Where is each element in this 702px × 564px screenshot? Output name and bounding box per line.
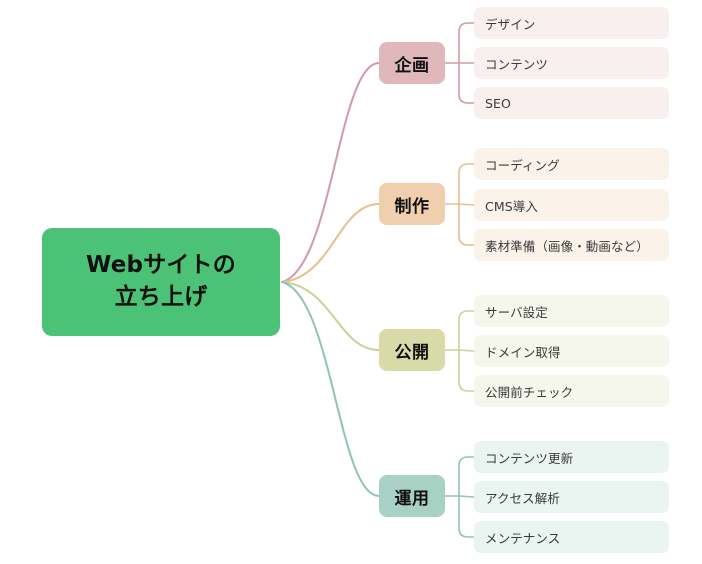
edge-root-to-branch	[281, 281, 380, 497]
leaf-label: デザイン	[485, 16, 536, 32]
leaf-node[interactable]: デザイン	[474, 7, 669, 39]
leaf-label: ドメイン取得	[485, 344, 561, 360]
branch-label: 企画	[394, 55, 430, 76]
leaf-label: メンテナンス	[485, 530, 561, 546]
branch-node-4[interactable]: 運用	[379, 475, 445, 517]
leaf-node[interactable]: CMS導入	[474, 189, 669, 221]
branch-label: 運用	[394, 488, 430, 509]
leaf-node[interactable]: コンテンツ更新	[474, 441, 669, 473]
edge-branch-to-leaf	[458, 349, 475, 352]
edge-root-to-branch	[281, 281, 380, 351]
edge-branch-to-leaf	[458, 310, 475, 351]
edge-branch-to-leaf	[458, 495, 475, 498]
leaf-node[interactable]: コンテンツ	[474, 47, 669, 79]
leaf-label: コーディング	[485, 157, 560, 173]
edge-branch-to-leaf	[458, 495, 475, 538]
leaf-label: コンテンツ更新	[485, 450, 574, 466]
branch-label: 公開	[394, 342, 430, 363]
branch-node-3[interactable]: 公開	[379, 329, 445, 371]
root-label-line-2: 立ち上げ	[114, 284, 208, 310]
branch-node-2[interactable]: 制作	[379, 183, 445, 225]
leaf-label: サーバ設定	[485, 304, 548, 320]
edge-root-to-branch	[281, 62, 380, 283]
leaf-node[interactable]: コーディング	[474, 148, 669, 180]
branch-node-1[interactable]: 企画	[379, 42, 445, 84]
edge-branch-to-leaf	[458, 62, 475, 104]
leaf-label: CMS導入	[485, 198, 538, 214]
branch-label: 制作	[394, 196, 430, 217]
leaf-node[interactable]: ドメイン取得	[474, 335, 669, 367]
edge-branch-to-leaf	[458, 349, 475, 392]
leaf-node[interactable]: サーバ設定	[474, 295, 669, 327]
leaf-node[interactable]: メンテナンス	[474, 521, 669, 553]
leaf-label: 素材準備（画像・動画など）	[485, 238, 649, 254]
edge-branch-to-leaf	[458, 22, 475, 64]
leaf-node[interactable]: SEO	[474, 87, 669, 119]
leaf-node[interactable]: アクセス解析	[474, 481, 669, 513]
leaf-label: アクセス解析	[485, 490, 560, 506]
edge-branch-to-leaf	[458, 203, 475, 206]
root-label-line-1: Webサイトの	[85, 252, 236, 279]
leaf-label: SEO	[485, 95, 511, 111]
edge-branch-to-leaf	[458, 203, 475, 246]
root-node[interactable]: Webサイトの 立ち上げ	[42, 228, 280, 336]
edge-branch-to-leaf	[458, 456, 475, 497]
leaf-node[interactable]: 素材準備（画像・動画など）	[474, 229, 669, 261]
leaf-label: コンテンツ	[485, 56, 549, 72]
leaf-node[interactable]: 公開前チェック	[474, 375, 669, 407]
edge-branch-to-leaf	[458, 163, 475, 205]
edge-root-to-branch	[281, 203, 380, 283]
leaf-label: 公開前チェック	[485, 384, 574, 400]
